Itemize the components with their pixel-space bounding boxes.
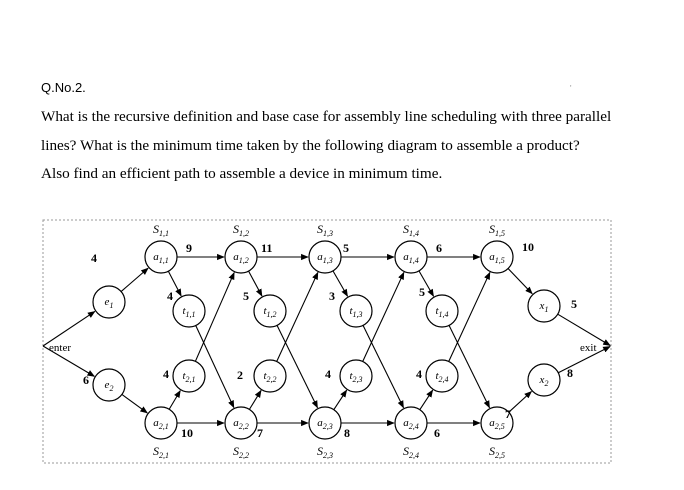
node-a2-2 bbox=[224, 406, 258, 440]
question-line-1: What is the recursive definition and bas… bbox=[41, 108, 612, 125]
station-label-1-5: S1,5 bbox=[489, 222, 505, 238]
node-a1-5 bbox=[480, 240, 514, 274]
weight-transfer1-4: 5 bbox=[419, 285, 425, 299]
edge-a1-t1-1 bbox=[167, 270, 182, 297]
question-number: Q.No.2. bbox=[41, 80, 86, 95]
node-x2-label: x2 bbox=[539, 374, 549, 388]
node-a1-3 bbox=[308, 240, 342, 274]
edge-e2-a21 bbox=[121, 393, 148, 414]
weight-entry-1: 4 bbox=[91, 251, 97, 265]
weight-line1-4: 6 bbox=[436, 241, 442, 255]
node-t2-1 bbox=[172, 359, 206, 393]
node-t1-4 bbox=[425, 294, 459, 328]
node-e2-label: e2 bbox=[105, 379, 114, 393]
weight-entry-2: 6 bbox=[83, 373, 89, 387]
node-a2-4 bbox=[394, 406, 428, 440]
weight-line2-4: 6 bbox=[434, 426, 440, 440]
edge-t2-a1-3 bbox=[362, 271, 405, 362]
node-t1-1 bbox=[172, 294, 206, 328]
weight-transfer1-1: 4 bbox=[167, 289, 173, 303]
edge-a25-x2 bbox=[508, 390, 533, 413]
diagram-frame bbox=[42, 219, 612, 464]
node-t2-2 bbox=[253, 359, 287, 393]
node-e2 bbox=[92, 368, 126, 402]
edge-a2-t2-2 bbox=[248, 389, 262, 410]
station-label-2-3: S2,3 bbox=[317, 444, 333, 460]
diagram-edges bbox=[42, 253, 611, 427]
edge-a2-t2-4 bbox=[419, 389, 434, 410]
station-label-2-4: S2,4 bbox=[403, 444, 419, 460]
station-label-1-4: S1,4 bbox=[403, 222, 419, 238]
node-a2-1 bbox=[144, 406, 178, 440]
edge-t1-a2-2 bbox=[276, 325, 319, 409]
edge-t1-a2-4 bbox=[448, 325, 491, 409]
station-label-2-1: S2,1 bbox=[153, 444, 169, 460]
node-t2-4 bbox=[425, 359, 459, 393]
weight-line2-1: 10 bbox=[181, 426, 193, 440]
node-e1 bbox=[92, 285, 126, 319]
node-x1 bbox=[527, 289, 561, 323]
edge-a1-t1-2 bbox=[248, 270, 263, 297]
weight-line1-5: 10 bbox=[522, 240, 534, 254]
weight-line2-5: 7 bbox=[505, 407, 511, 421]
station-label-1-1: S1,1 bbox=[153, 222, 169, 238]
diagram-nodes bbox=[92, 240, 561, 440]
edge-enter-e2 bbox=[42, 345, 96, 377]
weight-line2-2: 7 bbox=[257, 426, 263, 440]
station-label-2-2: S2,2 bbox=[233, 444, 249, 460]
edge-a15-x1 bbox=[507, 268, 533, 295]
edge-enter-e1 bbox=[42, 310, 96, 347]
weight-line1-3: 5 bbox=[343, 241, 349, 255]
node-t1-3 bbox=[339, 294, 373, 328]
edge-t1-a2-3 bbox=[362, 325, 405, 409]
edge-a1-t1-3 bbox=[332, 270, 349, 297]
node-a1-4 bbox=[394, 240, 428, 274]
node-a1-2 bbox=[224, 240, 258, 274]
weight-exit-1: 5 bbox=[571, 297, 577, 311]
edge-x1-exit bbox=[557, 313, 611, 346]
weight-line1-2: 11 bbox=[261, 241, 272, 255]
node-a2-5 bbox=[480, 406, 514, 440]
edge-a2-t2-1 bbox=[168, 389, 181, 410]
question-line-3: Also find an efficient path to assemble … bbox=[41, 165, 443, 182]
weight-transfer1-2: 5 bbox=[243, 289, 249, 303]
question-line-2: lines? What is the minimum time taken by… bbox=[41, 137, 580, 154]
node-x2 bbox=[527, 363, 561, 397]
node-a1-1 bbox=[144, 240, 178, 274]
edge-a1-t1-4 bbox=[418, 270, 435, 297]
station-label-1-3: S1,3 bbox=[317, 222, 333, 238]
edge-e1-a11 bbox=[120, 267, 149, 292]
node-x1-label: x1 bbox=[539, 300, 549, 314]
weight-transfer2-1: 4 bbox=[163, 367, 169, 381]
node-t1-2 bbox=[253, 294, 287, 328]
edge-a2-t2-3 bbox=[333, 389, 348, 410]
exit-label: exit bbox=[580, 342, 597, 354]
weight-transfer2-4: 4 bbox=[416, 367, 422, 381]
edge-t1-a2-1 bbox=[195, 325, 235, 409]
weight-exit-2: 8 bbox=[567, 366, 573, 380]
edge-t2-a1-4 bbox=[448, 271, 491, 362]
node-e1-label: e1 bbox=[105, 296, 114, 310]
node-t2-3 bbox=[339, 359, 373, 393]
weight-line2-3: 8 bbox=[344, 426, 350, 440]
station-label-1-2: S1,2 bbox=[233, 222, 249, 238]
weight-transfer2-2: 2 bbox=[237, 368, 243, 382]
edge-x2-exit bbox=[558, 345, 611, 374]
station-label-2-5: S2,5 bbox=[489, 444, 505, 460]
weight-transfer1-3: 3 bbox=[329, 289, 335, 303]
node-a2-3 bbox=[308, 406, 342, 440]
edge-t2-a1-1 bbox=[194, 271, 235, 362]
weight-transfer2-3: 4 bbox=[325, 367, 331, 381]
stray-mark: ' bbox=[570, 84, 572, 93]
edge-t2-a1-2 bbox=[276, 271, 319, 362]
enter-label: enter bbox=[49, 342, 71, 354]
weight-line1-1: 9 bbox=[186, 241, 192, 255]
